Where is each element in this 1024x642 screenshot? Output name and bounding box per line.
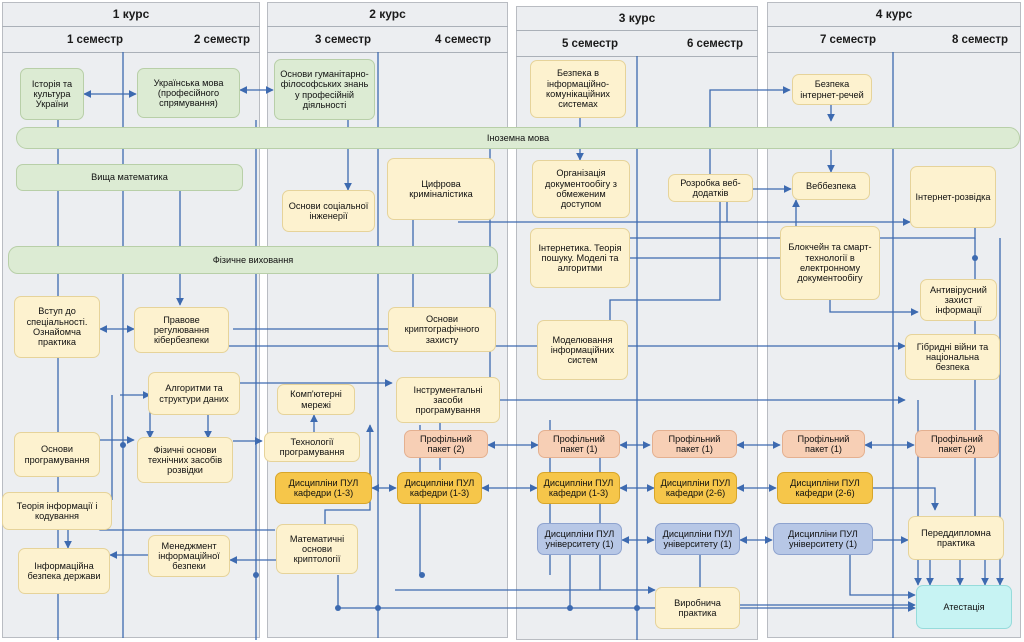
node-attestation: Атестація bbox=[916, 585, 1012, 629]
node-ukrainian-language: Українська мова (професійного спрямуванн… bbox=[137, 68, 240, 118]
semester-5-header: 5 семестр bbox=[561, 38, 619, 50]
node-antivirus: Антивірусний захист інформації bbox=[920, 279, 997, 321]
node-algorithms: Алгоритми та структури даних bbox=[148, 372, 240, 415]
node-pul-department-s5: Дисципліни ПУЛ кафедри (1-3) bbox=[537, 472, 620, 504]
header-divider bbox=[767, 26, 1021, 27]
node-pre-diploma-practice: Переддипломна практика bbox=[908, 516, 1004, 560]
node-higher-math: Вища математика bbox=[16, 164, 243, 191]
node-intro-specialty: Вступ до спеціальності. Ознайомча практи… bbox=[14, 296, 100, 358]
node-pul-university-s7: Дисципліни ПУЛ університету (1) bbox=[773, 523, 873, 555]
node-profile-package-1-s7: Профільний пакет (1) bbox=[782, 430, 865, 458]
year-4-header: 4 курс bbox=[875, 7, 913, 21]
header-divider bbox=[267, 52, 508, 53]
node-networks: Комп'ютерні мережі bbox=[277, 384, 355, 415]
node-document-flow: Організація документообігу з обмеженим д… bbox=[532, 160, 630, 218]
semester-4-header: 4 семестр bbox=[434, 34, 492, 46]
node-pul-department-s3: Дисципліни ПУЛ кафедри (1-3) bbox=[275, 472, 372, 504]
semester-2-header: 2 семестр bbox=[193, 34, 251, 46]
node-blockchain: Блокчейн та смарт-технології в електронн… bbox=[780, 226, 880, 300]
node-social-engineering: Основи соціальної інженерії bbox=[282, 190, 375, 232]
node-modeling: Моделювання інформаційних систем bbox=[537, 320, 628, 380]
node-foreign-language: Іноземна мова bbox=[16, 127, 1020, 149]
node-history: Історія та культура України bbox=[20, 68, 84, 120]
semester-1-header: 1 семестр bbox=[66, 34, 124, 46]
header-divider bbox=[267, 26, 508, 27]
semester-8-header: 8 семестр bbox=[951, 34, 1009, 46]
node-math-cryptology: Математичні основи криптології bbox=[276, 524, 358, 574]
node-profile-package-1-s6: Профільний пакет (1) bbox=[652, 430, 737, 458]
header-divider bbox=[516, 56, 758, 57]
node-programming-tech: Технології програмування bbox=[264, 432, 360, 462]
node-hybrid-war: Гібридні війни та національна безпека bbox=[905, 334, 1000, 380]
node-state-info-security: Інформаційна безпека держави bbox=[18, 548, 110, 594]
year-3-header: 3 курс bbox=[618, 11, 656, 25]
semester-6-header: 6 семестр bbox=[686, 38, 744, 50]
semester-7-header: 7 семестр bbox=[819, 34, 877, 46]
year-1-header: 1 курс bbox=[112, 7, 150, 21]
node-crypto-basics: Основи криптографічного захисту bbox=[388, 307, 496, 352]
node-osint: Інтернет-розвідка bbox=[910, 166, 996, 228]
node-web-dev: Розробка веб-додатків bbox=[668, 174, 753, 202]
node-pul-university-s5: Дисципліни ПУЛ університету (1) bbox=[537, 523, 622, 555]
node-digital-forensics: Цифрова криміналістика bbox=[387, 158, 495, 220]
node-info-security-management: Менеджмент інформаційної безпеки bbox=[148, 535, 230, 577]
node-profile-package-2-s8: Профільний пакет (2) bbox=[915, 430, 999, 458]
node-internetics: Інтернетика. Теорія пошуку. Моделі та ал… bbox=[530, 228, 630, 288]
node-profile-package-1-s5: Профільний пакет (1) bbox=[538, 430, 620, 458]
node-pul-department-s7: Дисципліни ПУЛ кафедри (2-6) bbox=[777, 472, 873, 504]
year-2-header: 2 курс bbox=[369, 7, 406, 21]
node-tools: Інструментальні засоби програмування bbox=[396, 377, 500, 423]
header-divider bbox=[2, 26, 260, 27]
node-pul-department-s6: Дисципліни ПУЛ кафедри (2-6) bbox=[654, 472, 737, 504]
node-legal-regulation: Правове регулювання кібербезпеки bbox=[134, 307, 229, 353]
node-physical-education: Фізичне виховання bbox=[8, 246, 498, 274]
node-physical-recon: Фізичні основи технічних засобів розвідк… bbox=[137, 437, 233, 483]
header-divider bbox=[767, 52, 1021, 53]
node-info-theory: Теорія інформації і кодування bbox=[2, 492, 112, 530]
header-divider bbox=[516, 30, 758, 31]
node-programming-basics: Основи програмування bbox=[14, 432, 100, 477]
node-pul-department-s4: Дисципліни ПУЛ кафедри (1-3) bbox=[397, 472, 482, 504]
node-industrial-practice: Виробнича практика bbox=[655, 587, 740, 629]
node-ict-security: Безпека в інформаційно-комунікаційних си… bbox=[530, 60, 626, 118]
semester-3-header: 3 семестр bbox=[314, 34, 372, 46]
node-pul-university-s6: Дисципліни ПУЛ університету (1) bbox=[655, 523, 740, 555]
node-humanities: Основи гуманітарно-філософських знань у … bbox=[274, 59, 375, 120]
node-iot-security: Безпека інтернет-речей bbox=[792, 74, 872, 105]
node-profile-package-2-s4: Профільний пакет (2) bbox=[404, 430, 488, 458]
header-divider bbox=[2, 52, 260, 53]
node-web-security: Веббезпека bbox=[792, 172, 870, 200]
